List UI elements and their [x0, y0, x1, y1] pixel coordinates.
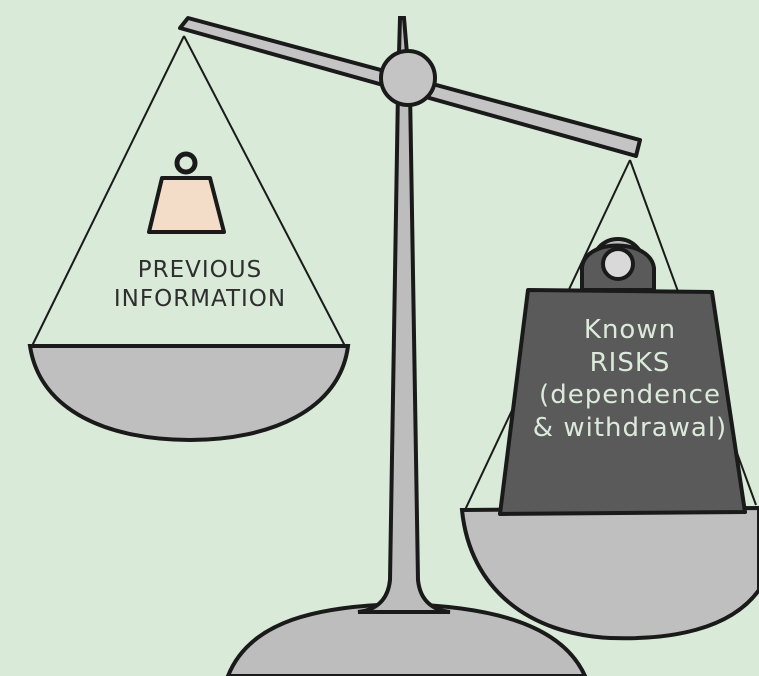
- small-weight-icon: [147, 151, 226, 234]
- right-pan: [459, 505, 759, 641]
- scale-pivot: [379, 49, 437, 107]
- large-weight-icon: [498, 237, 747, 516]
- left-label-line-1: PREVIOUS: [137, 257, 263, 283]
- left-pan-strings: [31, 35, 346, 347]
- right-label-line-2: RISKS: [589, 347, 671, 378]
- left-label-line-2: INFORMATION: [113, 285, 287, 312]
- left-pan: [27, 344, 351, 443]
- previous-information-label: PREVIOUS INFORMATION: [70, 256, 330, 314]
- right-label-line-3: (dependence: [539, 380, 721, 410]
- known-risks-label: Known RISKS (dependence & withdrawal): [500, 314, 759, 444]
- right-label-line-1: Known: [583, 315, 677, 345]
- right-label-line-4: & withdrawal): [532, 412, 728, 443]
- scale-pillar: [357, 16, 451, 614]
